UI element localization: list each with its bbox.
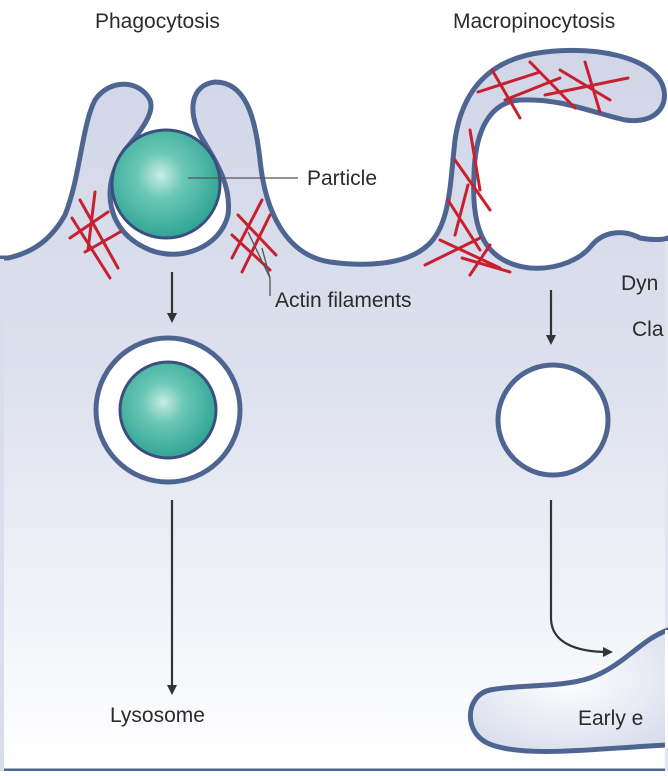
dynamin-label: Dyn	[621, 272, 658, 295]
lysosome-label: Lysosome	[110, 704, 205, 727]
macropinocytosis-title: Macropinocytosis	[453, 10, 615, 33]
early-endosome-label: Early e	[578, 707, 643, 730]
clathrin-label: Cla	[632, 318, 664, 341]
phagocytosis-title: Phagocytosis	[95, 10, 220, 33]
macropinosome	[498, 365, 608, 475]
phagosome-particle	[120, 362, 216, 458]
particle-label: Particle	[307, 167, 377, 190]
particle-circle	[112, 130, 220, 238]
actin-filaments-label: Actin filaments	[275, 289, 412, 312]
